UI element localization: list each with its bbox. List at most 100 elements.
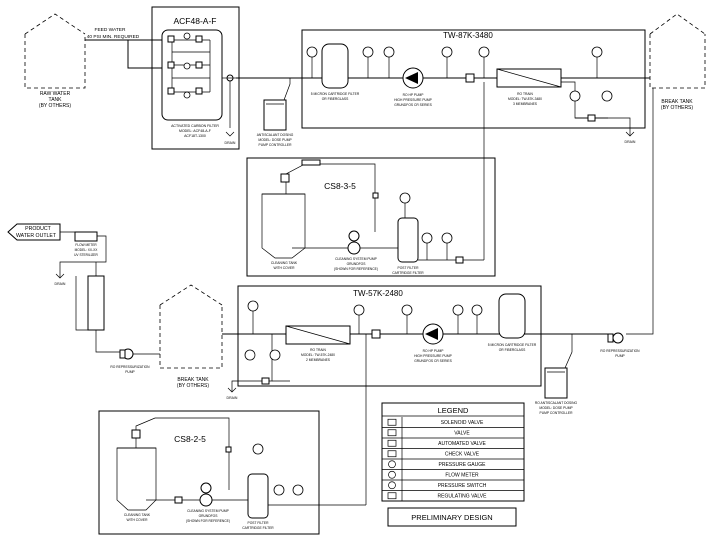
flow-caption-2: MODEL: XX-XX <box>75 248 99 252</box>
product-outlet-label-2: WATER OUTLET <box>16 233 57 239</box>
hp-pump-bottom-caption-3: GRUNDFOS CR SERIES <box>414 359 452 363</box>
legend-label: FLOW METER <box>445 473 479 479</box>
legend-label: SOLENOID VALVE <box>441 420 484 426</box>
sediment-bottom-caption-1: 5 MICRON CARTRIDGE FILTER <box>488 343 537 347</box>
antiscalant-bottom-caption-3: PUMP CONTROLLER <box>540 411 574 415</box>
product-water-outlet: PRODUCT WATER OUTLET FLOW METER MODEL: X… <box>7 223 120 353</box>
tw87-drain-label: DRAIN <box>625 140 636 144</box>
cs825-tank-caption-2: WITH COVER <box>126 518 148 522</box>
cs825-pump-caption-2: GRUNDFOS <box>199 514 219 518</box>
cs825-pump-caption-1: CLEANING SYSTEM PUMP <box>187 509 230 513</box>
pressure-gauges <box>183 32 613 496</box>
cs825-filter-caption-2: CARTRIDGE FILTER <box>242 526 274 530</box>
cs835-title: CS8-3-5 <box>324 181 356 191</box>
hp-pump-top-caption-1: RO HP PUMP <box>403 93 425 97</box>
ro-bottom-caption-1: RO TRAIN <box>310 348 326 352</box>
break-tank-right: BREAK TANK (BY OTHERS) <box>649 13 706 111</box>
outlet-drain-label: DRAIN <box>55 282 66 286</box>
solenoid-valve-icon <box>387 418 397 426</box>
cs825-title: CS8-2-5 <box>174 434 206 444</box>
break-tank-center-label-1: BREAK TANK <box>177 377 209 383</box>
repressure-left-caption-2: PUMP <box>125 370 135 374</box>
legend-row: CHECK VALVE <box>382 448 524 460</box>
ro-bottom-caption-2: MODEL: TW-57K-2480 <box>301 353 335 357</box>
cs835-filter-caption-2: CARTRIDGE FILTER <box>392 271 424 275</box>
valve-icon <box>387 429 397 437</box>
legend-title: LEGEND <box>438 406 469 415</box>
acf-caption-3: ACF18T-1300 <box>184 134 206 138</box>
cs825-filter-caption-1: POST FILTER <box>248 521 270 525</box>
antiscalant-top-caption-2: MODEL: DOSE PUMP <box>258 138 292 142</box>
check-valve-icon <box>387 450 397 458</box>
tw57-title: TW-57K-2480 <box>353 289 403 298</box>
legend-row: PRESSURE SWITCH <box>382 480 524 491</box>
antiscalant-dosing-bottom: RO ANTISCALANT DOSING MODEL: DOSE PUMP P… <box>535 334 578 415</box>
repressure-right-caption-1: RO REPRESSURIZATION <box>600 349 640 353</box>
legend-row: SOLENOID VALVE <box>382 417 524 428</box>
ro-bottom-caption-3: 2 MEMBRANES <box>306 358 331 362</box>
product-outlet-label-1: PRODUCT <box>25 226 51 232</box>
cs835-tank-caption-2: WITH COVER <box>273 266 295 270</box>
ro-top-caption-2: MODEL: TW-87K-3480 <box>508 97 542 101</box>
sediment-top-caption-1: 5 MICRON CARTRIDGE FILTER <box>311 92 360 96</box>
tw57-drain-label: DRAIN <box>227 396 238 400</box>
legend-row: AUTOMATED VALVE <box>382 438 524 449</box>
acf-drain-label: DRAIN <box>225 141 236 145</box>
cs835-cleaning-block: CS8-3-5 CLEANING TANK WITH COVER CLEANIN… <box>246 157 496 277</box>
pressure-gauge-icon <box>388 460 396 469</box>
break-tank-right-label-2: (BY OTHERS) <box>661 105 693 111</box>
feed-water-label-2: 40 PSI MIN. REQUIRED <box>87 34 140 40</box>
raw-water-label-2: TANK <box>49 97 63 103</box>
break-tank-center-label-2: (BY OTHERS) <box>177 383 209 389</box>
legend-row: PRESSURE GAUGE <box>382 459 524 470</box>
antiscalant-top-caption-3: PUMP CONTROLLER <box>259 143 293 147</box>
hp-pump-top-caption-2: HIGH PRESSURE PUMP <box>394 98 433 102</box>
repressure-pump-right: RO REPRESSURIZATION PUMP <box>600 88 654 358</box>
hp-pump-bottom-caption-1: RO HP PUMP <box>423 349 445 353</box>
flow-meter-icon <box>388 470 396 479</box>
break-tank-right-label-1: BREAK TANK <box>661 99 693 105</box>
repressure-pump-left: RO REPRESSURIZATION PUMP <box>110 348 160 374</box>
legend-label: PRESSURE SWITCH <box>438 483 487 489</box>
legend-label: PRESSURE GAUGE <box>439 462 487 468</box>
tw87-title: TW-87K-3480 <box>443 31 493 40</box>
cs835-pump-caption-1: CLEANING SYSTEM PUMP <box>335 257 378 261</box>
cs835-filter-caption-1: POST FILTER <box>398 266 420 270</box>
cs825-tank-caption-1: CLEANING TANK <box>124 513 151 517</box>
sediment-bottom-caption-2: OR FIBERGLASS <box>499 348 526 352</box>
flow-caption-1: FLOW METER <box>75 243 97 247</box>
cs835-tank-caption-1: CLEANING TANK <box>271 261 298 265</box>
preliminary-design-label: PRELIMINARY DESIGN <box>411 513 492 522</box>
legend-label: REGULATING VALVE <box>438 494 488 500</box>
tw87-ro-block: TW-87K-3480 5 MICRON CARTRIDGE FILTER OR… <box>301 29 646 260</box>
cs825-pump-caption-3: (SHOWN FOR REFERENCE) <box>186 519 230 523</box>
acf-title: ACF48-A-F <box>174 16 217 26</box>
repressure-right-caption-2: PUMP <box>615 354 625 358</box>
pressure-switch-icon <box>388 481 396 490</box>
raw-water-label-3: (BY OTHERS) <box>39 103 71 109</box>
automated-valve-icon <box>387 439 397 447</box>
ro-top-caption-3: 3 MEMBRANES <box>513 102 538 106</box>
flow-caption-3: UV STERILIZER <box>74 253 98 257</box>
ro-top-caption-1: RO TRAIN <box>517 92 533 96</box>
hp-pump-top-caption-3: GRUNDFOS CR SERIES <box>394 103 432 107</box>
cs835-pump-caption-2: GRUNDFOS <box>347 262 367 266</box>
tw57-ro-block: TW-57K-2480 RO TRAIN MODEL: TW-57K-2480 … <box>222 285 608 505</box>
legend-label: CHECK VALVE <box>445 452 480 458</box>
repressure-left-caption-1: RO REPRESSURIZATION <box>110 365 150 369</box>
antiscalant-bottom-caption-1: RO ANTISCALANT DOSING <box>535 401 578 405</box>
acf-caption-1: ACTIVATED CARBON FILTER <box>171 124 219 128</box>
antiscalant-top-caption-1: ANTISCALANT DOSING <box>257 133 294 137</box>
acf-caption-2: MODEL: ACF48-A-F <box>179 129 211 133</box>
legend-row: VALVE <box>382 427 524 439</box>
acf-filter-block: ACF48-A-F ACTIVATED CARBON FILTER MODEL:… <box>151 6 240 150</box>
feed-water-label-1: FEED WATER <box>95 27 126 33</box>
regulating-valve-icon <box>387 492 397 500</box>
antiscalant-dosing-top: ANTISCALANT DOSING MODEL: DOSE PUMP PUMP… <box>257 78 294 147</box>
legend-label: AUTOMATED VALVE <box>438 441 486 447</box>
sediment-top-caption-2: OR FIBERGLASS <box>322 97 349 101</box>
raw-water-tank: RAW WATER TANK (BY OTHERS) <box>24 13 86 109</box>
